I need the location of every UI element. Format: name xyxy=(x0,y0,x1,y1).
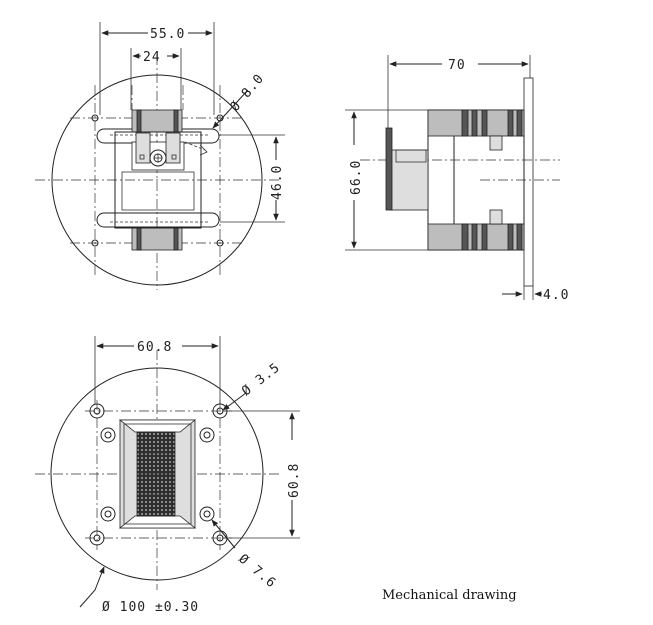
side-view-magnets-bottom xyxy=(427,209,525,251)
dim-top-inner-width: 24 xyxy=(143,50,161,65)
dim-front-small-hole: Ø 3.5 xyxy=(239,360,283,399)
top-view-holes xyxy=(91,114,224,247)
dim-front-diameter: Ø 100 ±0.30 xyxy=(102,600,199,615)
dim-top-hole-spacing: 46.0 xyxy=(270,165,285,200)
dim-front-large-hole: Ø 7.6 xyxy=(235,552,278,592)
top-view: 55.0 24 Ø 8.0 46.0 xyxy=(35,22,285,290)
dim-front-height: 60.8 xyxy=(287,463,302,498)
side-view-magnets-top xyxy=(427,109,525,151)
dim-top-outer-width: 55.0 xyxy=(150,27,185,42)
dim-side-flange: 4.0 xyxy=(543,288,569,303)
dim-side-depth: 70 xyxy=(448,58,466,73)
caption: Mechanical drawing xyxy=(382,588,517,603)
front-view: 60.8 60.8 Ø 3.5 Ø 7.6 Ø 100 ±0.30 xyxy=(35,336,302,615)
dim-front-width: 60.8 xyxy=(137,340,172,355)
side-view: 70 66.0 4.0 xyxy=(345,55,569,303)
dim-top-hole-diameter: Ø 8.0 xyxy=(228,71,268,114)
dim-side-height: 66.0 xyxy=(349,160,364,195)
top-view-magnets xyxy=(131,109,183,251)
